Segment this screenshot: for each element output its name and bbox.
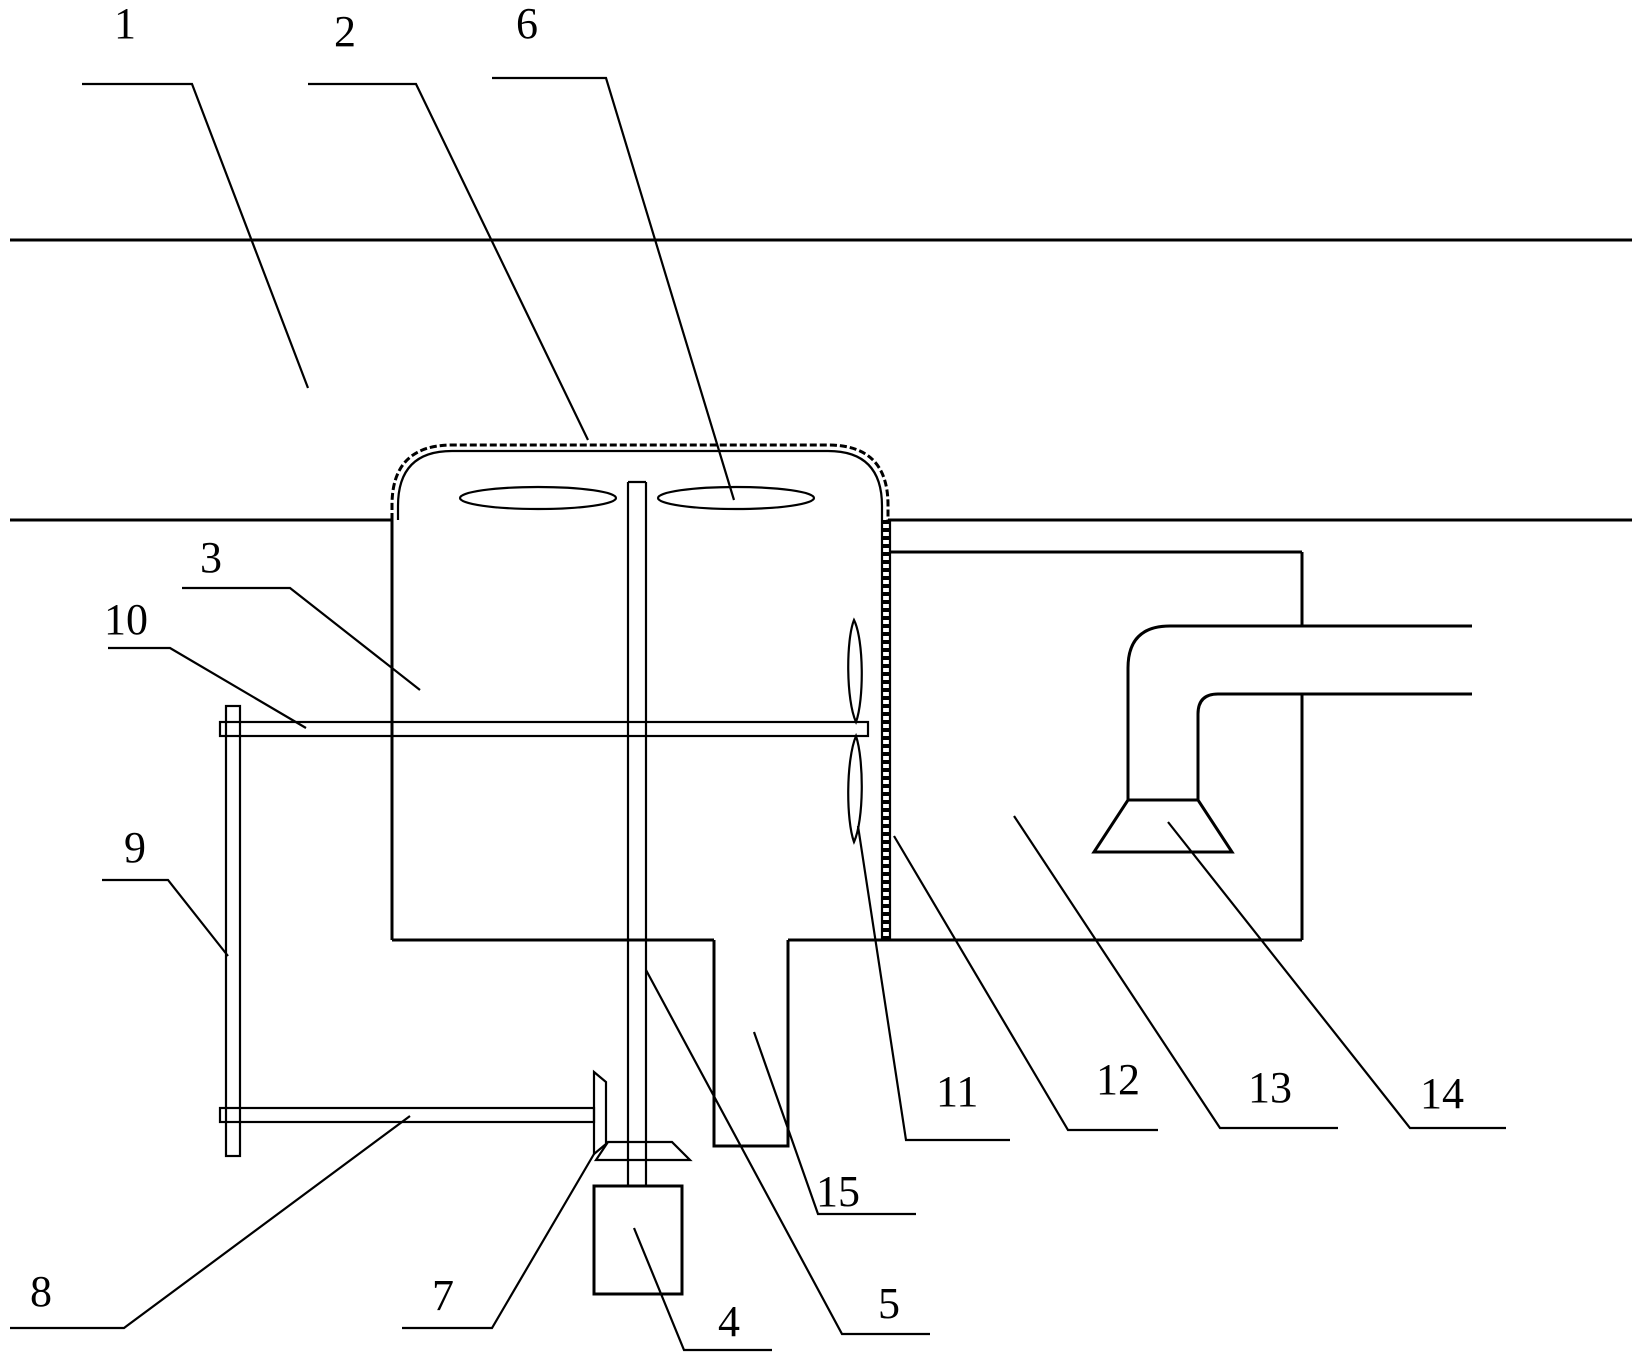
- leader-5: [645, 969, 930, 1336]
- leader-9: [102, 878, 229, 957]
- label-9: 9: [124, 823, 146, 872]
- pipe-outer: [1126, 624, 1472, 800]
- leader-8: [10, 1115, 411, 1330]
- label-8: 8: [30, 1267, 52, 1316]
- label-2: 2: [334, 7, 356, 56]
- hood: [1091, 798, 1235, 854]
- label-4: 4: [718, 1297, 740, 1346]
- label-1: 1: [114, 0, 136, 48]
- side-blade-lower: [847, 732, 863, 845]
- leader-14: [1167, 821, 1506, 1130]
- leader-2: [308, 82, 589, 441]
- label-12: 12: [1096, 1055, 1140, 1104]
- label-7: 7: [432, 1271, 454, 1320]
- label-10: 10: [104, 595, 148, 644]
- leader-4: [632, 1227, 772, 1352]
- leader-15: [752, 1031, 916, 1216]
- label-6: 6: [516, 0, 538, 48]
- leader-7: [402, 1153, 595, 1330]
- leader-11: [856, 825, 1010, 1142]
- reference-numerals: 1 2 3 4 5 6 7 8 9 10 11 12 13 14 15: [30, 0, 1464, 1346]
- top-blade-left: [458, 485, 618, 511]
- motor: [592, 1184, 684, 1296]
- discharge-outlet: [712, 940, 790, 1148]
- leader-10: [108, 646, 307, 729]
- tank-top-wall-inner: [396, 449, 884, 520]
- bevel-gear-vertical: [592, 1069, 608, 1157]
- vertical-rod: [224, 704, 242, 1158]
- leader-6: [492, 76, 736, 501]
- label-14: 14: [1420, 1069, 1464, 1118]
- leader-1: [82, 82, 310, 389]
- horizontal-rod: [218, 720, 870, 738]
- tank-top-wall: [390, 443, 890, 520]
- side-blade-upper: [847, 617, 863, 725]
- label-3: 3: [200, 533, 222, 582]
- bevel-gear-horizontal: [593, 1140, 693, 1162]
- leader-3: [182, 586, 421, 691]
- pipe-inner: [1196, 692, 1472, 800]
- label-15: 15: [816, 1167, 860, 1216]
- label-5: 5: [878, 1279, 900, 1328]
- top-blade-right: [656, 485, 816, 511]
- leader-12: [893, 835, 1158, 1132]
- leader-lines: [10, 76, 1506, 1352]
- label-11: 11: [936, 1067, 978, 1116]
- label-13: 13: [1248, 1063, 1292, 1112]
- leader-13: [1013, 815, 1338, 1130]
- lower-horizontal-rod: [218, 1106, 596, 1124]
